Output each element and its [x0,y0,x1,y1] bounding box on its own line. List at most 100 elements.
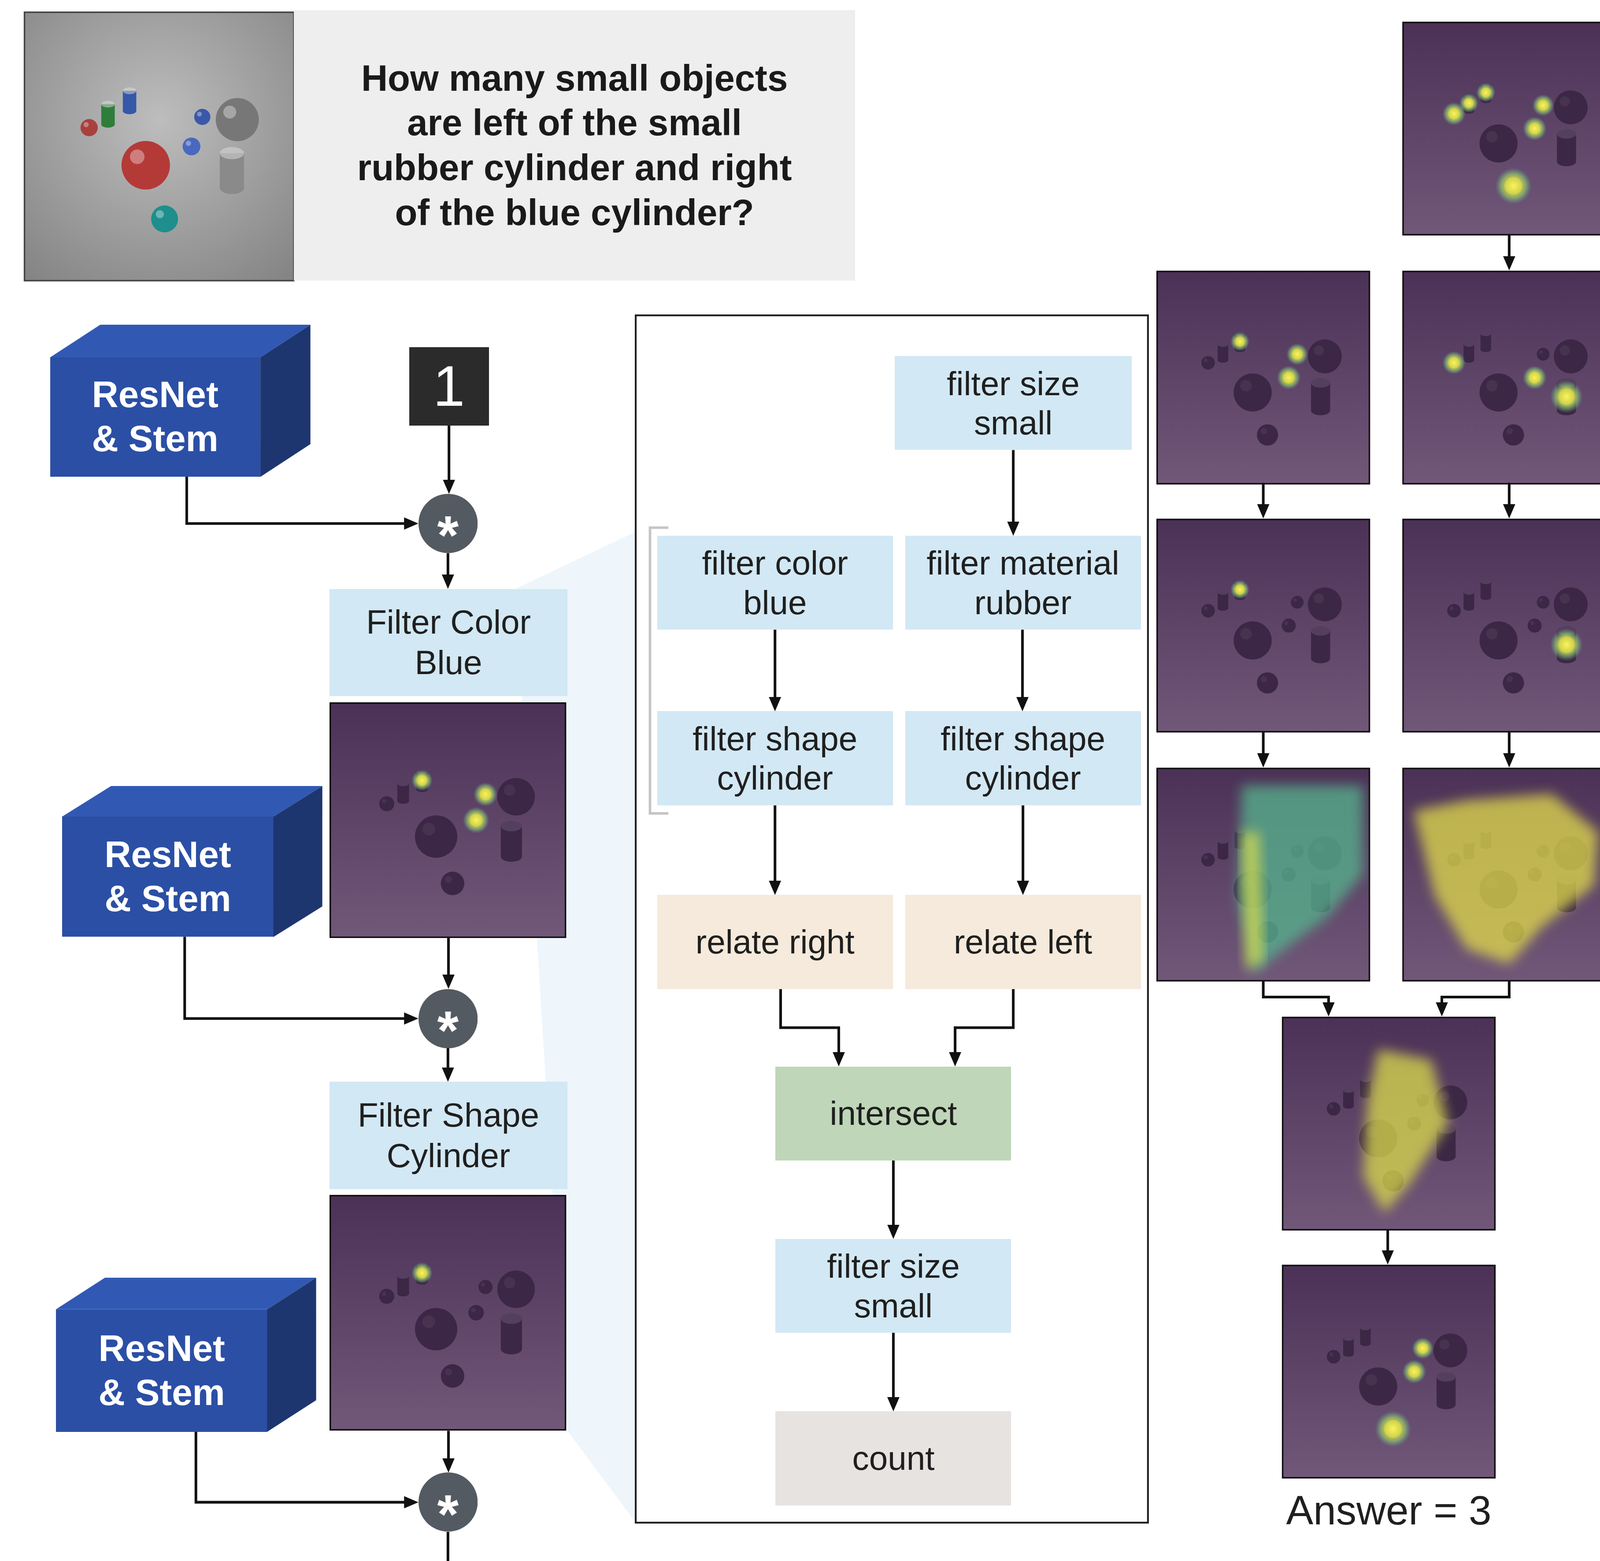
sphere-shine [1260,427,1267,434]
attention-map [330,702,566,938]
cylinder-top [1359,1324,1371,1330]
sphere-shine [1559,345,1571,356]
sphere [1479,621,1518,660]
sphere [379,1288,395,1304]
sphere [121,140,171,190]
sphere-shine [1240,380,1252,392]
sphere [1201,355,1215,370]
sphere [1359,1367,1398,1406]
block-side [273,785,323,938]
attention-map [1282,1265,1496,1478]
sphere-shine [444,1368,452,1376]
sphere-shine [1240,627,1252,640]
cylinder-top [397,1273,410,1279]
program-step: intersect [775,1066,1012,1161]
cylinder-top [1217,341,1229,347]
sphere [1307,587,1342,622]
attention-map [330,1195,566,1430]
sphere-shine [503,784,516,796]
attention-spot [1550,380,1583,414]
program-step: filter size small [775,1238,1012,1333]
cylinder-top [1436,1371,1456,1382]
sphere [1536,348,1550,361]
map-ground [330,702,566,938]
sphere-shine [223,105,237,119]
input-box: 1 [409,347,489,426]
sphere-shine [503,1277,516,1289]
cylinder-top [122,87,137,94]
program-step: filter shape cylinder [657,711,893,805]
cylinder-top [500,1313,523,1324]
sphere [440,1364,465,1388]
map-border [24,12,295,281]
sphere [1290,595,1304,609]
map-ground [1157,768,1370,981]
map-content [24,12,295,281]
attention-spot [1402,1359,1426,1384]
attention-region [1363,1049,1449,1213]
input-value: 1 [433,357,465,415]
map-border [330,1195,566,1430]
map-content [1403,22,1600,235]
sphere-shine [83,122,89,128]
sphere [1233,621,1272,660]
attention-region [1413,793,1599,964]
sphere-shine [1559,593,1571,604]
attention-region [1237,785,1363,975]
sphere [1527,618,1542,633]
multiply-node: * [418,1472,478,1532]
map-ground [1403,768,1600,981]
sphere-shine [1439,1339,1450,1350]
map-ground [1157,271,1370,484]
sphere-shine [422,822,436,836]
map-ground [1282,1017,1496,1230]
attention-spot [1230,331,1250,351]
sphere-shine [1284,621,1289,626]
attention-spot [1276,365,1301,390]
attention-spot [411,1262,433,1284]
attention-map [1282,1017,1496,1230]
step-label: relate left [923,922,1123,962]
sphere [1447,603,1461,618]
program-step: filter color blue [657,535,893,630]
program-step: relate left [905,894,1141,989]
resnet-block: ResNet & Stem [62,816,274,937]
cylinder-top [1311,625,1330,636]
sphere-shine [444,875,452,883]
cylinder-top [1217,838,1229,844]
sphere-shine [1539,598,1544,603]
attention-spot [1374,1410,1412,1447]
sphere [1536,595,1550,609]
sphere [1307,339,1342,374]
attention-spot [1230,579,1250,599]
sphere [1256,672,1278,694]
map-ground [1157,519,1370,732]
attention-spot [1532,94,1554,116]
map-border [1403,519,1600,732]
sphere [1502,424,1524,446]
operator-symbol: * [437,1003,460,1059]
step-label: filter size small [793,1246,993,1326]
map-content [1282,1017,1496,1230]
map-arrow [1262,482,1265,513]
map-border [1157,271,1370,484]
sphere-shine [196,111,202,117]
attention-map [1157,768,1370,981]
map-ground [1403,271,1600,484]
attention-spot [411,769,433,791]
sphere-shine [381,798,387,804]
attention-spot [1495,167,1532,204]
block-side [267,1277,317,1432]
map-content [1403,768,1600,981]
sphere [151,205,178,233]
block-label: ResNet & Stem [90,1326,234,1415]
program-step: filter material rubber [905,535,1141,630]
program-step: filter size small [894,355,1132,450]
map-border [1157,519,1370,732]
cylinder-top [1311,377,1330,388]
sphere-shine [1529,621,1535,626]
program-step: relate right [657,894,893,989]
cylinder-top [219,147,245,160]
connector-arrow [1021,805,1025,889]
sphere-shine [470,1307,476,1313]
